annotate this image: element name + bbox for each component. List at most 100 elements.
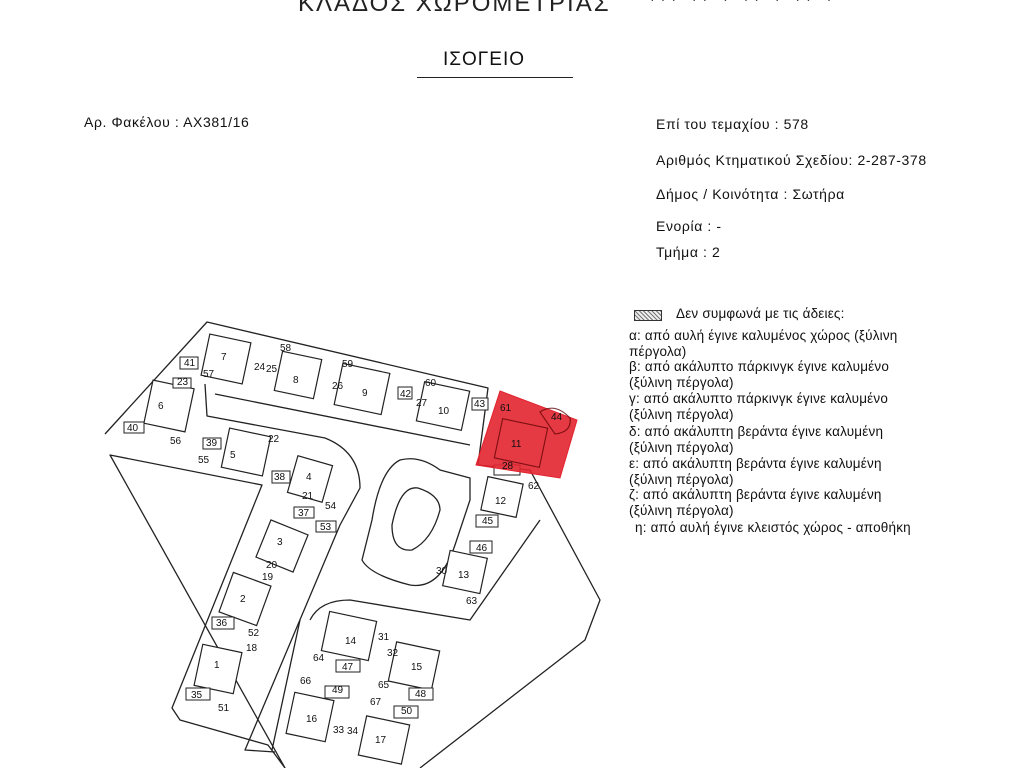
unit-block bbox=[286, 455, 334, 503]
parking-bay bbox=[324, 685, 350, 699]
plan-label: 65 bbox=[378, 680, 390, 691]
plan-label: 18 bbox=[246, 643, 258, 654]
plan-label: 57 bbox=[203, 369, 215, 380]
unit-block bbox=[220, 427, 272, 477]
legend-line: πέργολα) bbox=[629, 344, 687, 359]
plan-label: 16 bbox=[306, 714, 318, 725]
plan-label: 5 bbox=[230, 450, 236, 461]
road-edge bbox=[214, 393, 471, 446]
courtyard-outline bbox=[539, 407, 571, 435]
plan-label: 50 bbox=[401, 706, 413, 717]
parking-bay bbox=[397, 386, 413, 400]
plan-label: 30 bbox=[436, 566, 448, 577]
plan-label: 28 bbox=[502, 461, 514, 472]
plan-label: 23 bbox=[177, 377, 189, 388]
roundabout bbox=[361, 458, 471, 587]
plan-label: 58 bbox=[280, 343, 292, 354]
plan-label: 61 bbox=[500, 403, 512, 414]
legend-line: ε: από ακάλυπτη βεράντα έγινε καλυμένη bbox=[629, 456, 882, 471]
plan-label: 51 bbox=[218, 703, 230, 714]
plan-label: 37 bbox=[298, 508, 310, 519]
page-title: ΙΣΟΓΕΙΟ bbox=[443, 49, 525, 70]
parking-bay bbox=[471, 397, 489, 411]
legend-line: (ξύλινη πέργολα) bbox=[629, 472, 734, 487]
plan-label: 33 bbox=[333, 725, 345, 736]
parking-bay bbox=[179, 356, 199, 370]
legend-line: γ: από ακάλυπτο πάρκινγκ έγινε καλυμένο bbox=[629, 391, 889, 406]
unit-block-highlighted bbox=[493, 418, 549, 468]
parking-bay bbox=[475, 514, 499, 528]
legend-line: η: από αυλή έγινε κλειστός χώρος - αποθή… bbox=[635, 520, 911, 535]
plan-label: 47 bbox=[342, 662, 354, 673]
legend-line: (ξύλινη πέργολα) bbox=[629, 375, 734, 390]
plan-label: 25 bbox=[266, 364, 278, 375]
plan-label: 39 bbox=[206, 438, 218, 449]
plan-label: 42 bbox=[400, 389, 412, 400]
road-edge bbox=[271, 619, 301, 751]
road-edge bbox=[204, 383, 361, 753]
plan-label: 52 bbox=[248, 628, 260, 639]
legend-line: (ξύλινη πέργολα) bbox=[629, 440, 734, 455]
parking-bay bbox=[293, 506, 315, 519]
plan-label: 59 bbox=[342, 359, 354, 370]
cadastral-plan-number: Αριθμός Κτηματικού Σχεδίου: 2-287-378 bbox=[656, 152, 927, 168]
plan-label: 44 bbox=[551, 412, 563, 423]
non-conforming-highlight bbox=[475, 390, 578, 479]
plan-label: 53 bbox=[320, 522, 332, 533]
road-edge bbox=[309, 519, 541, 621]
plan-label: 62 bbox=[528, 481, 540, 492]
parking-bay bbox=[393, 705, 419, 719]
plan-label: 11 bbox=[511, 439, 522, 450]
plan-label: 4 bbox=[306, 472, 312, 483]
unit-block bbox=[285, 691, 335, 743]
unit-block bbox=[200, 333, 252, 385]
unit-block bbox=[387, 641, 441, 691]
plan-label: 36 bbox=[216, 618, 228, 629]
plan-label: 43 bbox=[474, 399, 486, 410]
unit-block bbox=[357, 715, 411, 765]
plan-label: 64 bbox=[313, 653, 325, 664]
plan-label: 40 bbox=[127, 423, 139, 434]
plan-label: 66 bbox=[300, 676, 312, 687]
parking-bay bbox=[315, 520, 337, 533]
plan-label: 10 bbox=[438, 406, 450, 417]
legend-line: β: από ακάλυπτο πάρκινγκ έγινε καλυμένο bbox=[629, 359, 890, 374]
unit-block bbox=[441, 549, 489, 595]
plan-label: 49 bbox=[332, 685, 344, 696]
parking-bay bbox=[202, 437, 222, 450]
legend-line: ζ: από ακάλυπτη βεράντα έγινε καλυμένη bbox=[629, 487, 882, 502]
plan-label: 13 bbox=[458, 570, 470, 581]
plan-label: 24 bbox=[254, 362, 266, 373]
header-cut-right-text: ··· ·· · ·· · ·· · bbox=[650, 0, 837, 7]
parking-bay bbox=[172, 377, 192, 389]
plan-label: 26 bbox=[332, 381, 344, 392]
parking-bay bbox=[335, 659, 361, 673]
plan-label: 67 bbox=[370, 697, 382, 708]
unit-block bbox=[415, 380, 471, 432]
legend-line: δ: από ακάλυπτη βεράντα έγινε καλυμένη bbox=[629, 424, 884, 439]
plan-label: 46 bbox=[476, 543, 488, 554]
plan-label: 1 bbox=[214, 660, 220, 671]
plan-label: 8 bbox=[293, 375, 299, 386]
plan-label: 48 bbox=[415, 689, 427, 700]
roundabout-island bbox=[391, 487, 441, 551]
unit-block bbox=[218, 571, 272, 627]
parking-bay bbox=[185, 687, 211, 701]
plan-label: 35 bbox=[191, 690, 203, 701]
title-underline bbox=[417, 77, 573, 78]
plan-label: 7 bbox=[221, 352, 227, 363]
legend-heading: Δεν συμφωνά με τις άδειες: bbox=[676, 306, 845, 321]
plan-label: 63 bbox=[466, 596, 478, 607]
legend-line: (ξύλινη πέργολα) bbox=[629, 503, 734, 518]
plan-label: 20 bbox=[266, 560, 278, 571]
plan-label: 17 bbox=[375, 735, 387, 746]
plan-label: 12 bbox=[495, 496, 507, 507]
plan-label: 31 bbox=[378, 632, 390, 643]
parking-bay bbox=[211, 616, 235, 630]
unit-block bbox=[255, 519, 309, 573]
plan-label: 32 bbox=[387, 648, 399, 659]
legend-line: α: από αυλή έγινε καλυμένος χώρος (ξύλιν… bbox=[629, 328, 898, 343]
plan-label: 41 bbox=[184, 358, 196, 369]
plan-label: 27 bbox=[416, 398, 428, 409]
parking-bay bbox=[408, 687, 434, 701]
